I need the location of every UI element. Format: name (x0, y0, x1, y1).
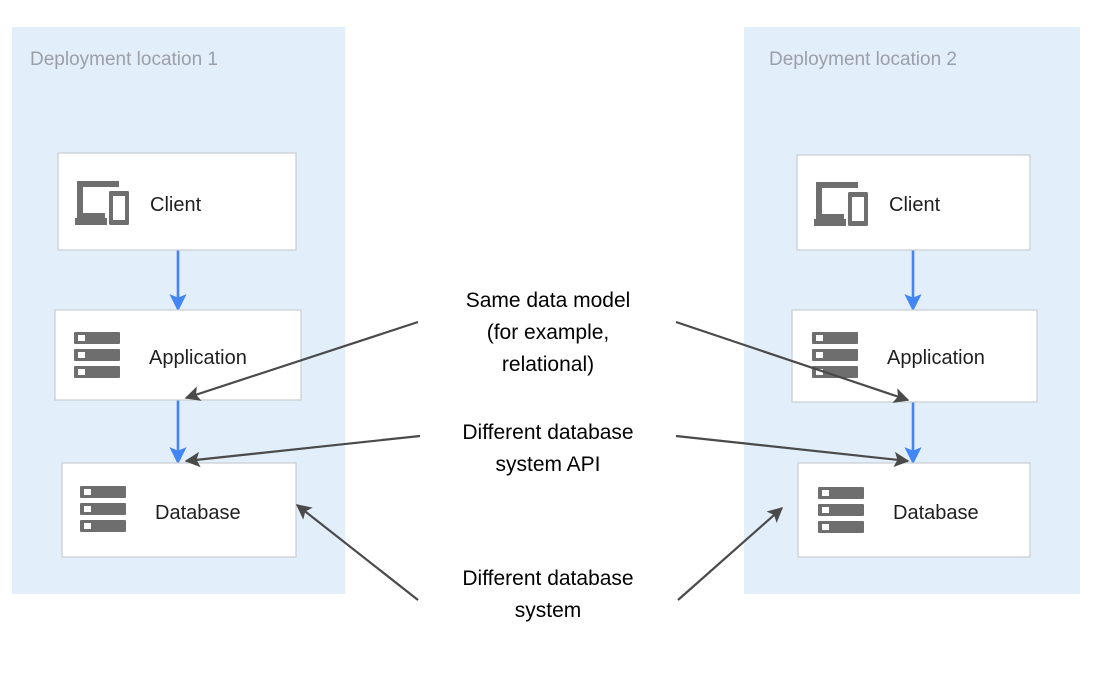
leader-db-system-left (295, 504, 419, 601)
zone-title: Deployment location 1 (30, 49, 218, 70)
leader-db-system-right (677, 507, 784, 601)
component-node-database-2[interactable]: Database (797, 462, 1031, 558)
annotation-line: relational) (502, 353, 594, 376)
node-label: Database (155, 502, 241, 524)
annotation-line: Different database (462, 567, 633, 590)
annotation-line: (for example, (487, 321, 610, 344)
annotation-leader-lines (184, 320, 910, 601)
node-label: Client (889, 194, 941, 216)
server-stack-icon (80, 486, 126, 532)
node-box[interactable] (796, 154, 1031, 251)
component-node-client-2[interactable]: Client (796, 154, 1031, 251)
node-box[interactable] (57, 152, 297, 251)
server-stack-icon (74, 332, 120, 378)
node-label: Application (887, 347, 985, 369)
server-stack-icon (818, 487, 864, 533)
component-node-application-1[interactable]: Application (54, 309, 302, 401)
component-node-application-2[interactable]: Application (791, 309, 1038, 403)
flow-arrows (169, 250, 922, 465)
leader-db-api-right (675, 434, 910, 468)
annotation-labels: Same data model (for example, relational) D… (462, 289, 633, 622)
annotation-db-system: Different database system (462, 567, 633, 622)
leader-data-model-left (184, 320, 419, 401)
leader-db-api-left (184, 434, 421, 468)
zone-title: Deployment location 2 (769, 49, 957, 70)
node-label: Application (149, 347, 247, 369)
component-node-client-1[interactable]: Client (57, 152, 297, 251)
annotation-line: system (515, 599, 582, 622)
annotation-line: Same data model (466, 289, 631, 312)
annotation-db-api: Different database system API (462, 421, 633, 476)
annotation-data-model: Same data model (for example, relational) (466, 289, 631, 376)
component-node-database-1[interactable]: Database (61, 462, 297, 558)
annotation-line: system API (495, 453, 600, 476)
node-label: Database (893, 502, 979, 524)
leader-data-model-right (675, 320, 910, 403)
annotation-line: Different database (462, 421, 633, 444)
node-label: Client (150, 194, 202, 216)
